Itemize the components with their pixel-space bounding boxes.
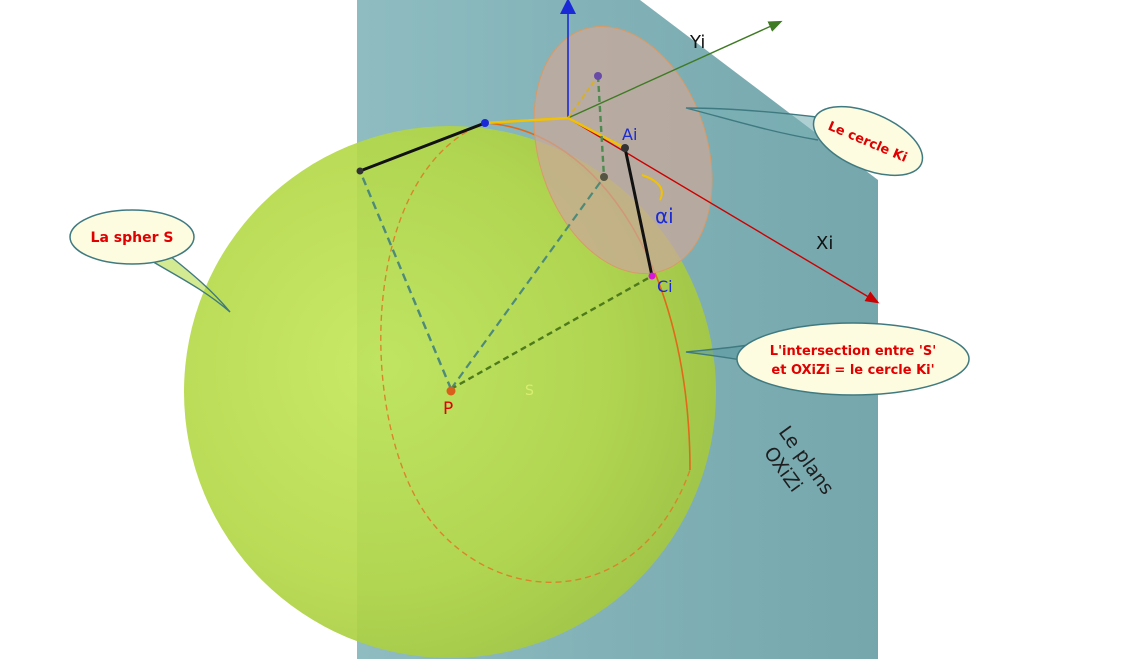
yellow-dashed-link <box>567 75 599 119</box>
point-left-end <box>356 167 364 175</box>
dashed-line-vertical <box>596 75 606 178</box>
callout-circle: Le cercle Ki <box>812 105 924 177</box>
callout-sphere-text: La spher S <box>91 230 174 246</box>
black-link-ai-ci <box>623 147 654 277</box>
label-xi: Xi <box>816 233 833 254</box>
callout-intersection-line-1: L'intersection entre 'S' <box>770 344 936 359</box>
callout-sphere-pointer <box>149 255 231 313</box>
callout-intersection-line-2: et OXiZi = le cercle Ki' <box>771 363 934 378</box>
callout-intersection-pointer <box>685 344 753 363</box>
dashed-line-p-black <box>358 170 453 390</box>
point-top <box>594 72 602 80</box>
black-link-left <box>359 121 486 173</box>
yi-axis <box>567 20 783 119</box>
point-blue-joint <box>481 119 489 127</box>
label-alpha: αi <box>655 204 674 228</box>
point-inner <box>600 173 608 181</box>
label-ai: Ai <box>622 125 637 144</box>
dashed-line-p-inner <box>450 176 605 390</box>
label-yi: Yi <box>689 32 705 53</box>
callout-intersection-bubble <box>736 322 970 396</box>
dashed-line-p-ci <box>450 274 653 391</box>
label-p: P <box>443 399 453 419</box>
alpha-arc <box>641 174 663 201</box>
point-ci <box>648 272 656 280</box>
intersection-circle-dashed <box>380 122 691 583</box>
callout-sphere-bubble <box>69 209 195 265</box>
label-ci: Ci <box>657 277 673 296</box>
point-ai <box>621 144 629 152</box>
callout-circle-bubble <box>812 105 924 177</box>
callout-circle-pointer <box>685 107 826 141</box>
xi-axis <box>567 117 880 304</box>
label-s: S <box>525 383 534 399</box>
point-p <box>446 386 456 396</box>
